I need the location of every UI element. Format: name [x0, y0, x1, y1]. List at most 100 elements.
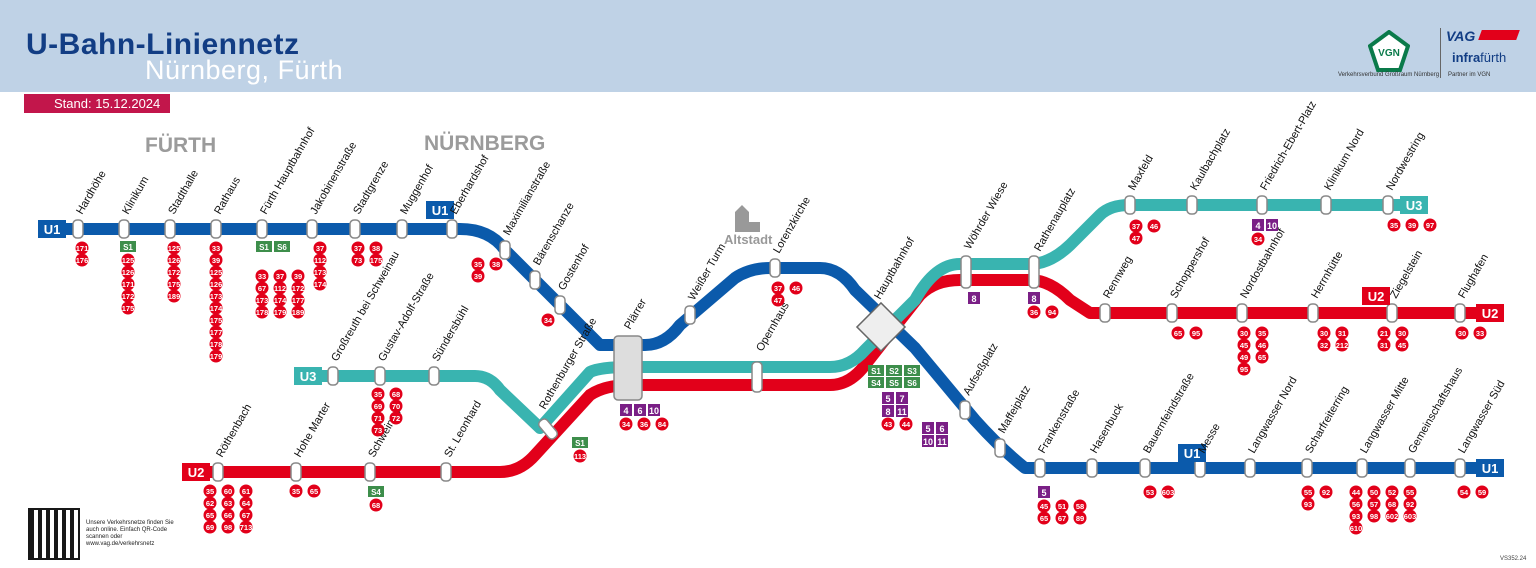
station-name: Scharfreiterring: [1303, 384, 1351, 455]
maximilian-chip-label: 38: [492, 260, 500, 269]
roethenbach-chip-label: 69: [206, 523, 214, 532]
document-code: VS352.24: [1500, 556, 1527, 562]
frankenstrasse-chip: [1037, 499, 1051, 513]
kaulbach-tram-label: 4: [1255, 221, 1260, 231]
stadtgrenze-chip-label: 73: [354, 256, 362, 265]
langwasser-mitte-chip: [1385, 485, 1399, 499]
u3-badge-west-box: [294, 367, 322, 385]
u1-badge-west: U1: [38, 220, 66, 238]
maxfeld-chip-label: 47: [1132, 234, 1140, 243]
stand-date: Stand: 15.12.2024: [24, 94, 171, 113]
roethenbach-chip: [221, 496, 235, 510]
ziegelstein-chip: [1395, 338, 1409, 352]
ziegelstein-chip: [1377, 338, 1391, 352]
hauptbahnhof-sbahn-label: S3: [907, 367, 917, 376]
maxfeld-chip: [1129, 231, 1143, 245]
gustav-adolf-chip: [371, 423, 385, 437]
nordostbahnhof-chip-label: 45: [1240, 341, 1248, 350]
roethenbach-chip-label: 60: [224, 487, 232, 496]
u2-badge-ziegelstein: U2: [1362, 287, 1390, 305]
logo-divider: [1440, 28, 1441, 78]
fuerth-hbf-chip-label: 172: [292, 284, 305, 293]
infra-suffix: fürth: [1480, 50, 1507, 65]
fuerth-hbf-chip: [255, 281, 269, 295]
u1-badge-west-box: [38, 220, 66, 238]
u1-badge-messe: U1: [1178, 444, 1206, 462]
rathaus-chip-label: 39: [212, 256, 220, 265]
gustav-adolf-chip-label: 70: [392, 402, 400, 411]
altstadt-label: Altstadt: [724, 232, 773, 247]
nordostbahnhof-chip: [1237, 338, 1251, 352]
plaerrer-tram-chip: [648, 404, 660, 416]
langwasser-mitte-chip-label: 52: [1388, 488, 1396, 497]
aufsessplatz-tram-chip: [922, 422, 934, 434]
roethenbach-chip-label: 61: [242, 487, 250, 496]
lorenzkirche-chip-label: 46: [792, 284, 800, 293]
hauptbahnhof-chip: [899, 417, 913, 431]
jakobinen-chip: [313, 265, 327, 279]
gustav-adolf-chip: [371, 399, 385, 413]
gostenhof-chip-label: 34: [544, 316, 553, 325]
stadthalle-chip: [167, 253, 181, 267]
langwasser-mitte-chip-label: 56: [1352, 500, 1360, 509]
langwasser-mitte-chip: [1349, 485, 1363, 499]
station-marker-plaerrer: [613, 335, 643, 401]
rathaus-chip: [209, 325, 223, 339]
station-marker: [290, 462, 302, 482]
fuerth-hbf-sbahn-chip: [274, 241, 290, 252]
station-marker: [1236, 303, 1248, 323]
frankenstrasse-chip: [1073, 499, 1087, 513]
langwasser-mitte-chip-label: 93: [1352, 512, 1360, 521]
gustav-adolf-chip-label: 72: [392, 414, 400, 423]
schweinau-chip: [369, 498, 383, 512]
jakobinen-chip: [313, 241, 327, 255]
u1-badge-east-text: U1: [1482, 461, 1499, 476]
gustav-adolf-chip: [389, 399, 403, 413]
rathaus-chip: [209, 349, 223, 363]
station-marker: [1166, 303, 1178, 323]
langwasser-mitte-chip-label: 602: [1386, 512, 1399, 521]
station-marker: [1186, 195, 1198, 215]
maximilian-chip: [471, 257, 485, 271]
stadtgrenze-chip-label: 37: [354, 244, 362, 253]
hauptbahnhof-sbahn-chip: [886, 377, 902, 388]
frankenstrasse-chip: [1037, 511, 1051, 525]
hauptbahnhof-tram-label: 11: [897, 407, 907, 417]
page-subtitle: Nürnberg, Fürth: [145, 55, 344, 85]
hardhoehe-chip-label: 176: [76, 256, 89, 265]
lorenzkirche-chip: [789, 281, 803, 295]
fuerth-hbf-chip: [291, 305, 305, 319]
station-marker: [364, 462, 376, 482]
rathaus-chip-label: 174: [210, 304, 223, 313]
fuerth-hbf-chip: [255, 293, 269, 307]
roethenbach-chip: [203, 496, 217, 510]
u3-badge-east: U3: [1400, 196, 1428, 214]
station-name: Schoppershof: [1168, 235, 1213, 301]
roethenbach-chip-label: 66: [224, 511, 232, 520]
herrnhuette-chip-label: 32: [1320, 341, 1328, 350]
maxfeld-chip-label: 37: [1132, 222, 1140, 231]
roethenbach-chip-label: 35: [206, 487, 214, 496]
fuerth-hbf-chip: [273, 293, 287, 307]
station-name: Wöhrder Wiese: [962, 180, 1010, 252]
rathaus-chip-label: 179: [210, 352, 223, 361]
stadtgrenze-chip-label: 38: [372, 244, 380, 253]
plaerrer-chip-label: 34: [622, 420, 631, 429]
hauptbahnhof-sbahn-label: S2: [889, 367, 899, 376]
aufsessplatz-tram-label: 10: [923, 437, 933, 447]
rathenau-tram-label: 8: [1031, 294, 1036, 304]
station-marker-opernhaus: [751, 361, 763, 393]
langwasser-mitte-chip-label: 68: [1388, 500, 1396, 509]
u2-badge-west-text: U2: [188, 465, 205, 480]
station-name: Jakobinenstraße: [308, 140, 359, 216]
header-band: U-Bahn-Liniennetz Nürnberg, Fürth VGN Ve…: [0, 0, 1536, 92]
station-marker: [72, 219, 84, 239]
aufsessplatz-tram-chip: [936, 435, 948, 447]
u2-badge-east-text: U2: [1482, 306, 1499, 321]
rathaus-chip: [209, 337, 223, 351]
station-marker: [374, 366, 386, 386]
plaerrer-tram-label: 10: [649, 406, 659, 416]
herrnhuette-chip-label: 30: [1320, 329, 1328, 338]
station-marker: [349, 219, 361, 239]
roethenbach-chip: [203, 520, 217, 534]
